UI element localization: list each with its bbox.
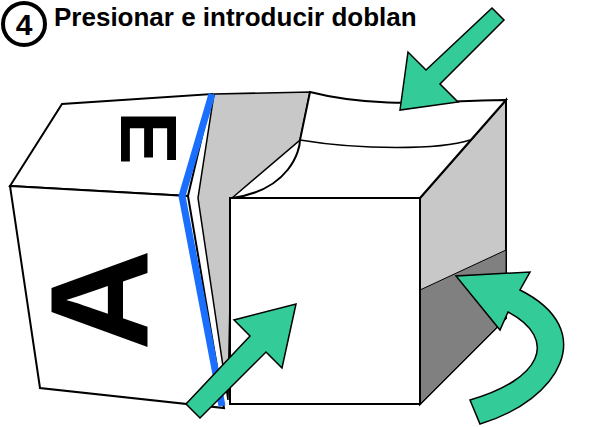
step-title: Presionar e introducir doblan [54, 4, 417, 30]
fold-edge [182, 94, 222, 406]
callout-number: 4 [16, 10, 33, 40]
cube-top-face [10, 94, 212, 196]
step-circle [3, 3, 45, 45]
push-arrow [186, 304, 296, 418]
box-front-face [230, 198, 420, 404]
fold-arrow [456, 272, 564, 424]
box-shadow [420, 250, 506, 404]
cube-letter: A [30, 249, 170, 350]
box-lid [232, 92, 506, 198]
cube-front-face [10, 186, 224, 408]
cube-letter: E [108, 111, 188, 164]
lid-fold [300, 140, 470, 148]
